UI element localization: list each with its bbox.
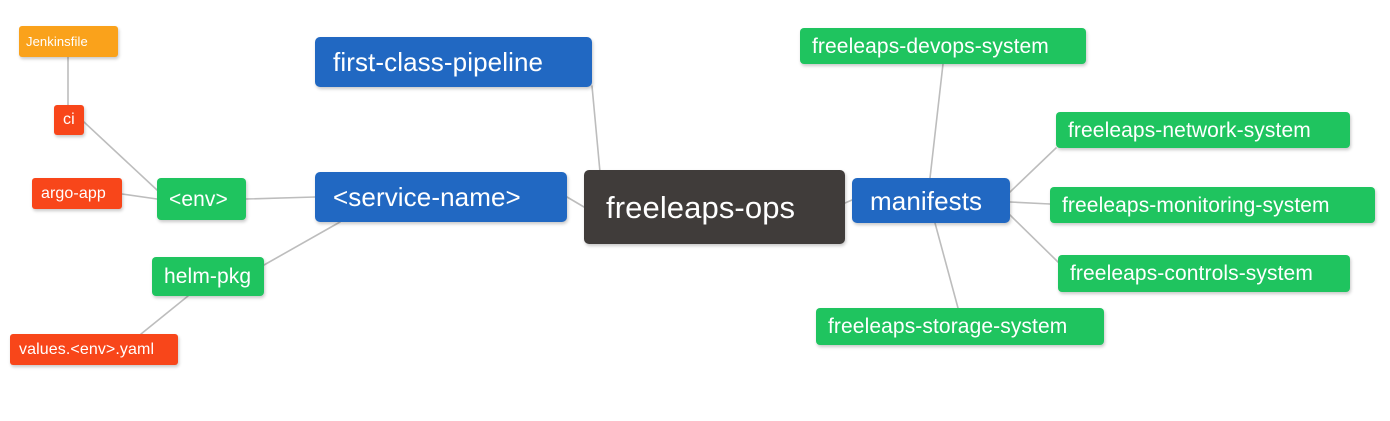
mindmap-node-monitoring-system[interactable]: freeleaps-monitoring-system	[1050, 187, 1375, 223]
mindmap-node-controls-system[interactable]: freeleaps-controls-system	[1058, 255, 1350, 292]
mindmap-edge	[844, 199, 853, 204]
mindmap-edge	[1009, 201, 1051, 205]
mindmap-node-label: freeleaps-ops	[606, 189, 796, 225]
mindmap-node-argo-app[interactable]: argo-app	[32, 178, 122, 209]
mindmap-node-first-class-pipeline[interactable]: first-class-pipeline	[315, 37, 592, 87]
mindmap-node-network-system[interactable]: freeleaps-network-system	[1056, 112, 1350, 148]
mindmap-node-manifests[interactable]: manifests	[852, 178, 1010, 223]
mindmap-edge	[140, 295, 189, 335]
mindmap-node-label: manifests	[870, 185, 983, 216]
mindmap-edge	[929, 63, 944, 179]
mindmap-node-service-name[interactable]: <service-name>	[315, 172, 567, 222]
mindmap-edge	[263, 221, 341, 266]
mindmap-node-storage-system[interactable]: freeleaps-storage-system	[816, 308, 1104, 345]
mindmap-node-label: freeleaps-monitoring-system	[1062, 193, 1330, 217]
mindmap-node-label: values.<env>.yaml	[19, 340, 155, 358]
mindmap-node-label: freeleaps-storage-system	[828, 315, 1068, 338]
mindmap-node-jenkinsfile[interactable]: Jenkinsfile	[19, 26, 118, 57]
mindmap-node-label: first-class-pipeline	[333, 47, 544, 77]
mindmap-node-label: helm-pkg	[164, 265, 252, 288]
mindmap-node-label: ci	[63, 111, 75, 128]
mindmap-node-env[interactable]: <env>	[157, 178, 246, 220]
mindmap-edge	[121, 193, 158, 200]
mindmap-node-label: <service-name>	[333, 182, 521, 212]
mindmap-node-devops-system[interactable]: freeleaps-devops-system	[800, 28, 1086, 64]
mindmap-edge	[591, 85, 601, 173]
mindmap-edge	[245, 196, 316, 200]
mindmap-node-label: Jenkinsfile	[26, 34, 88, 49]
mindmap-node-ci[interactable]: ci	[54, 105, 84, 135]
mindmap-edge	[1009, 147, 1057, 193]
mindmap-edge	[934, 222, 959, 309]
mindmap-node-values-yaml[interactable]: values.<env>.yaml	[10, 334, 178, 365]
mindmap-node-root[interactable]: freeleaps-ops	[584, 170, 845, 244]
mindmap-node-helm-pkg[interactable]: helm-pkg	[152, 257, 264, 296]
mindmap-node-label: freeleaps-network-system	[1068, 118, 1311, 142]
mindmap-edge	[566, 196, 585, 208]
mindmap-node-label: argo-app	[41, 184, 106, 202]
mindmap-node-label: <env>	[169, 187, 228, 211]
mindmap-node-label: freeleaps-controls-system	[1070, 262, 1313, 285]
mindmap-node-label: freeleaps-devops-system	[812, 34, 1049, 58]
